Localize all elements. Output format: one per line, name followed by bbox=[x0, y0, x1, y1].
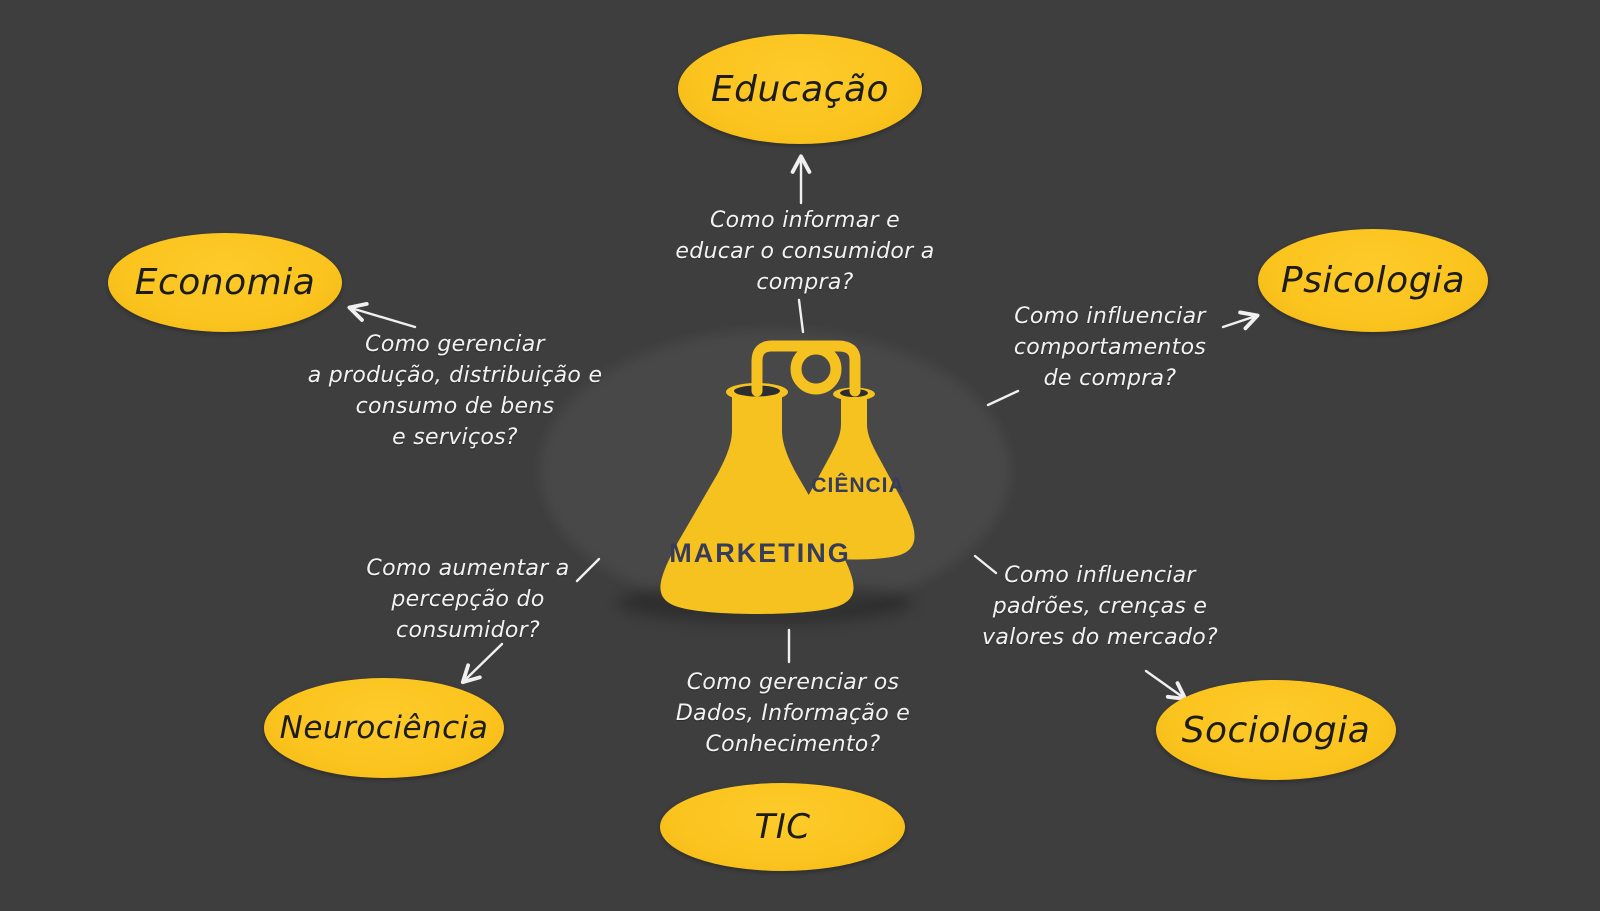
line-center-educacao bbox=[797, 298, 805, 334]
arrow-to-sociologia bbox=[1144, 669, 1188, 701]
node-educacao-label: Educação bbox=[710, 68, 890, 110]
node-neurociencia: Neurociência bbox=[264, 678, 504, 778]
node-economia-label: Economia bbox=[134, 262, 316, 303]
node-educacao: Educação bbox=[678, 34, 922, 144]
node-psicologia-label: Psicologia bbox=[1280, 260, 1466, 301]
node-tic: TIC bbox=[660, 783, 905, 871]
node-economia: Economia bbox=[108, 233, 342, 332]
node-sociologia-label: Sociologia bbox=[1181, 709, 1371, 751]
arrow-to-economia bbox=[347, 301, 417, 329]
question-neurociencia: Como aumentar a percepção do consumidor? bbox=[366, 556, 570, 643]
question-economia: Como gerenciar a produção, distribuição … bbox=[307, 332, 603, 450]
question-psicologia: Como influenciar comportamentos de compr… bbox=[1013, 304, 1207, 391]
question-sociologia: Como influenciar padrões, crenças e valo… bbox=[982, 563, 1218, 650]
question-tic: Como gerenciar os Dados, Informação e Co… bbox=[675, 670, 911, 757]
line-center-neurociencia bbox=[575, 557, 601, 583]
node-neurociencia-label: Neurociência bbox=[279, 710, 489, 746]
line-center-sociologia bbox=[973, 554, 998, 575]
arrow-to-neurociencia bbox=[460, 642, 504, 685]
question-educacao: Como informar e educar o consumidor a co… bbox=[675, 208, 935, 295]
flask-tube-icon bbox=[751, 340, 861, 397]
science-flask-label: CIÊNCIA bbox=[811, 473, 904, 497]
arrow-to-psicologia bbox=[1221, 310, 1260, 331]
node-psicologia: Psicologia bbox=[1258, 229, 1488, 332]
line-center-psicologia bbox=[986, 389, 1020, 407]
node-sociologia: Sociologia bbox=[1156, 680, 1396, 780]
marketing-flask-label: MARKETING bbox=[669, 538, 851, 568]
node-tic-label: TIC bbox=[754, 807, 811, 847]
